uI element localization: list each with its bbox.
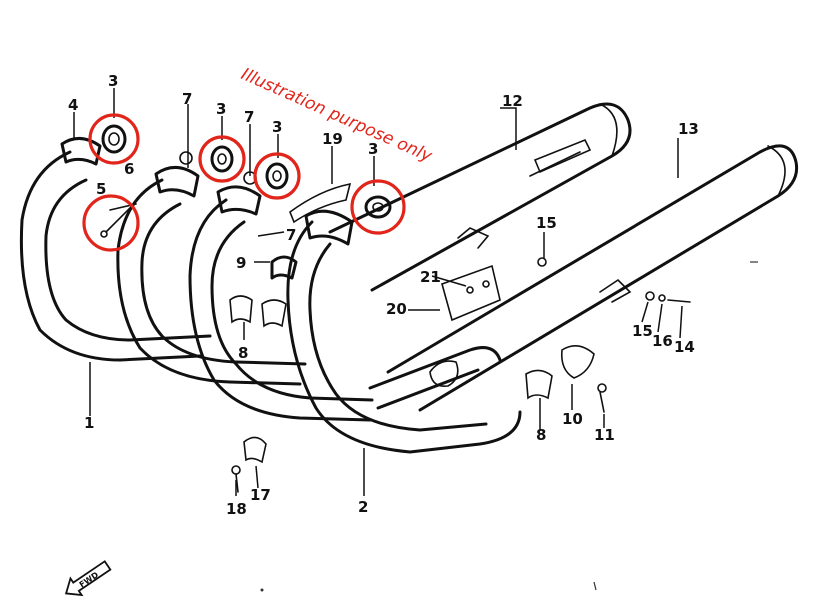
callout-1: 1 [84,414,94,432]
scan-speck [260,588,264,592]
callout-20: 20 [386,300,407,318]
callout-18: 18 [226,500,247,518]
callout-12: 12 [502,92,523,110]
callout-6: 6 [124,160,134,178]
exhaust-pipe-2 [286,220,522,454]
muffler-13 [386,144,799,412]
connector-pipe [368,346,502,410]
callout-numbers: 3 4 5 6 7 3 7 3 19 3 12 13 7 9 15 21 20 … [68,72,699,518]
callout-7: 7 [286,226,296,244]
callout-10: 10 [562,410,583,428]
callout-8: 8 [536,426,546,444]
callout-17: 17 [250,486,271,504]
callout-2: 2 [358,498,368,516]
callout-5: 5 [96,180,106,198]
callout-15: 15 [632,322,653,340]
highlight-rings [82,113,406,252]
callout-8: 8 [238,344,248,362]
callout-3: 3 [216,100,226,118]
exhaust-pipe-inner-b [188,198,374,422]
highlight-ring [88,113,140,165]
highlight-ring [253,152,301,200]
highlight-ring [198,135,246,183]
callout-11: 11 [594,426,615,444]
callout-3: 3 [108,72,118,90]
callout-4: 4 [68,96,78,114]
callout-7: 7 [244,108,254,126]
callout-3: 3 [272,118,282,136]
illustration-note: Illustration purpose only [238,64,436,167]
leader-lines [73,88,683,496]
washers-3 [101,124,392,219]
callout-21: 21 [420,268,441,286]
fwd-arrow: FWD [64,560,112,597]
callout-16: 16 [652,332,673,350]
callout-3: 3 [368,140,378,158]
clamp-set [60,137,354,246]
callout-19: 19 [322,130,343,148]
small-parts [100,182,691,493]
callout-9: 9 [236,254,246,272]
callout-15: 15 [536,214,557,232]
scan-speck [593,581,597,591]
callout-7: 7 [182,90,192,108]
highlight-ring [82,194,140,252]
callout-13: 13 [678,120,699,138]
muffler-12 [328,102,632,292]
exhaust-pipe-1 [19,150,212,362]
highlight-ring [350,179,406,235]
callout-14: 14 [674,338,695,356]
